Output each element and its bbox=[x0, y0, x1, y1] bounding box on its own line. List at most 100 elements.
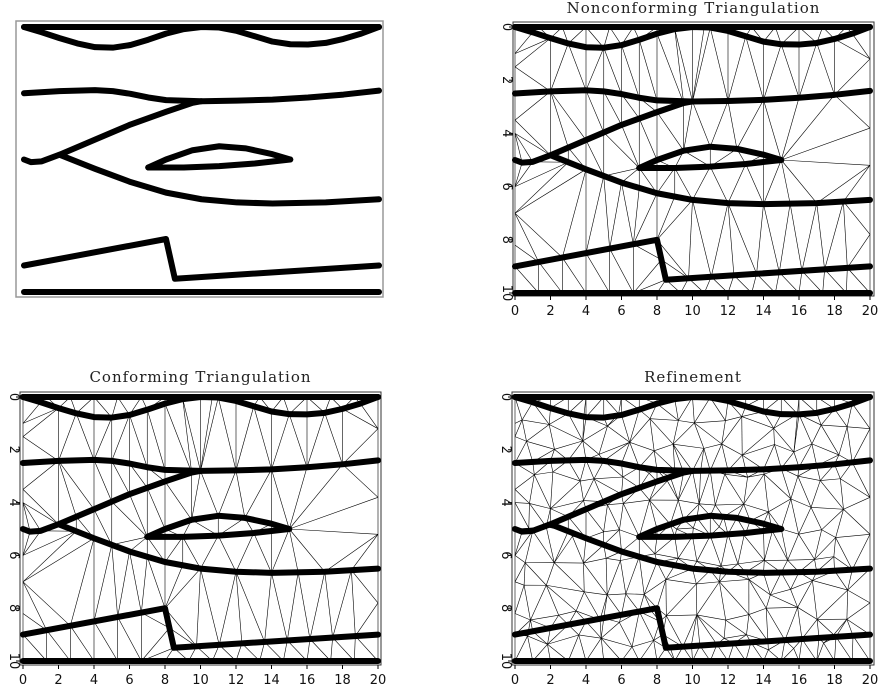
triangle-edge bbox=[235, 532, 255, 572]
triangle-edge bbox=[725, 619, 747, 635]
triangle-edge bbox=[688, 199, 693, 279]
triangle-edge bbox=[522, 419, 550, 425]
triangle-edge bbox=[22, 502, 59, 525]
triangle-edge bbox=[514, 37, 551, 68]
triangle-edge bbox=[621, 536, 640, 552]
triangle-edge bbox=[780, 640, 786, 662]
lens-upper-curve bbox=[145, 143, 294, 171]
triangle-edge bbox=[342, 464, 379, 498]
triangle-edge bbox=[532, 530, 555, 563]
triangle-edge bbox=[579, 481, 584, 501]
triangle-edge bbox=[748, 579, 771, 596]
triangle-edge bbox=[814, 537, 836, 560]
triangle-edge bbox=[619, 529, 640, 538]
triangle-edge bbox=[360, 403, 379, 429]
triangle-edge bbox=[621, 442, 630, 464]
triangle-edge bbox=[741, 416, 774, 429]
triangle-edge bbox=[111, 414, 130, 461]
triangle-edge bbox=[191, 470, 201, 520]
triangle-edge bbox=[847, 234, 871, 269]
triangle-edge bbox=[141, 612, 170, 629]
x-tick-label: 2 bbox=[54, 673, 62, 684]
triangle-edge bbox=[750, 642, 764, 662]
x-tick-label: 10 bbox=[684, 673, 701, 684]
horizon-3-curve bbox=[55, 521, 381, 576]
triangle-edge bbox=[514, 133, 534, 163]
triangle-edge bbox=[811, 424, 822, 445]
triangle-edge bbox=[694, 397, 711, 424]
triangle-edge bbox=[629, 442, 655, 452]
triangle-edge bbox=[324, 412, 343, 465]
triangle-edge bbox=[583, 562, 608, 596]
triangle-edge bbox=[93, 459, 113, 502]
triangle-edge bbox=[547, 634, 579, 645]
triangle-edge bbox=[666, 614, 697, 617]
triangle-edge bbox=[200, 568, 220, 645]
horizon-2-curve bbox=[20, 456, 381, 474]
triangle-edge bbox=[530, 585, 547, 621]
triangle-edge bbox=[780, 528, 788, 561]
triangle-edge bbox=[814, 556, 834, 560]
triangle-edge bbox=[603, 175, 610, 249]
model-curves bbox=[21, 24, 382, 295]
triangle-edge bbox=[847, 569, 853, 591]
triangle-edge bbox=[562, 257, 587, 294]
triangle-edge bbox=[743, 535, 765, 561]
triangle-edge bbox=[259, 641, 265, 662]
triangle-edge bbox=[692, 101, 711, 147]
lens-lower-curve bbox=[636, 157, 785, 171]
triangle-edge bbox=[218, 571, 237, 645]
triangle-edge bbox=[599, 619, 602, 639]
triangle-edge bbox=[22, 436, 59, 462]
triangle-edge bbox=[694, 420, 726, 424]
triangle-edge bbox=[816, 619, 820, 638]
triangle-edge bbox=[553, 536, 573, 563]
triangle-edge bbox=[649, 418, 655, 451]
model-curves bbox=[20, 394, 381, 664]
y-tick-label: 8 bbox=[498, 604, 513, 612]
triangle-edge bbox=[567, 43, 587, 91]
triangle-edge bbox=[585, 90, 605, 133]
triangle-edge bbox=[164, 568, 201, 609]
triangle-edge bbox=[324, 571, 333, 638]
triangle-edge bbox=[774, 444, 782, 469]
triangle-edge bbox=[552, 471, 581, 482]
triangle-edge bbox=[309, 638, 331, 662]
triangle-edge bbox=[692, 26, 705, 102]
triangle-edge bbox=[514, 396, 523, 421]
triangle-edge bbox=[835, 537, 853, 570]
triangle-edge bbox=[514, 555, 526, 563]
triangle-edge bbox=[534, 471, 553, 476]
triangle-edge bbox=[200, 397, 219, 471]
triangle-edge bbox=[567, 634, 580, 662]
triangle-edge bbox=[146, 487, 166, 530]
triangle-edge bbox=[288, 528, 299, 573]
triangle-edge bbox=[838, 426, 848, 455]
wavy-horizon-curve bbox=[512, 394, 873, 421]
triangle-edge bbox=[629, 409, 640, 443]
triangle-edge bbox=[351, 569, 379, 604]
triangle-edge bbox=[93, 621, 118, 662]
triangle-edge bbox=[514, 419, 523, 437]
triangle-edge bbox=[600, 618, 605, 639]
triangle-edge bbox=[579, 459, 587, 482]
triangle-edge bbox=[721, 416, 743, 445]
triangle-edge bbox=[514, 530, 533, 556]
x-tick-label: 20 bbox=[862, 304, 878, 319]
triangle-edge bbox=[22, 407, 59, 437]
triangle-edge bbox=[600, 637, 622, 662]
triangle-edge bbox=[698, 471, 701, 504]
triangle-edge bbox=[816, 589, 848, 620]
triangle-edge bbox=[678, 420, 695, 424]
triangle-edge bbox=[546, 585, 577, 612]
triangle-edge bbox=[70, 625, 95, 662]
triangle-edge bbox=[780, 97, 800, 161]
triangle-edge bbox=[75, 413, 95, 460]
triangle-edge bbox=[342, 408, 379, 429]
triangle-edge bbox=[129, 551, 142, 613]
triangle-edge bbox=[164, 608, 197, 647]
triangle-edge bbox=[721, 443, 743, 456]
triangle-edge bbox=[743, 477, 748, 505]
triangle-edge bbox=[585, 509, 604, 532]
